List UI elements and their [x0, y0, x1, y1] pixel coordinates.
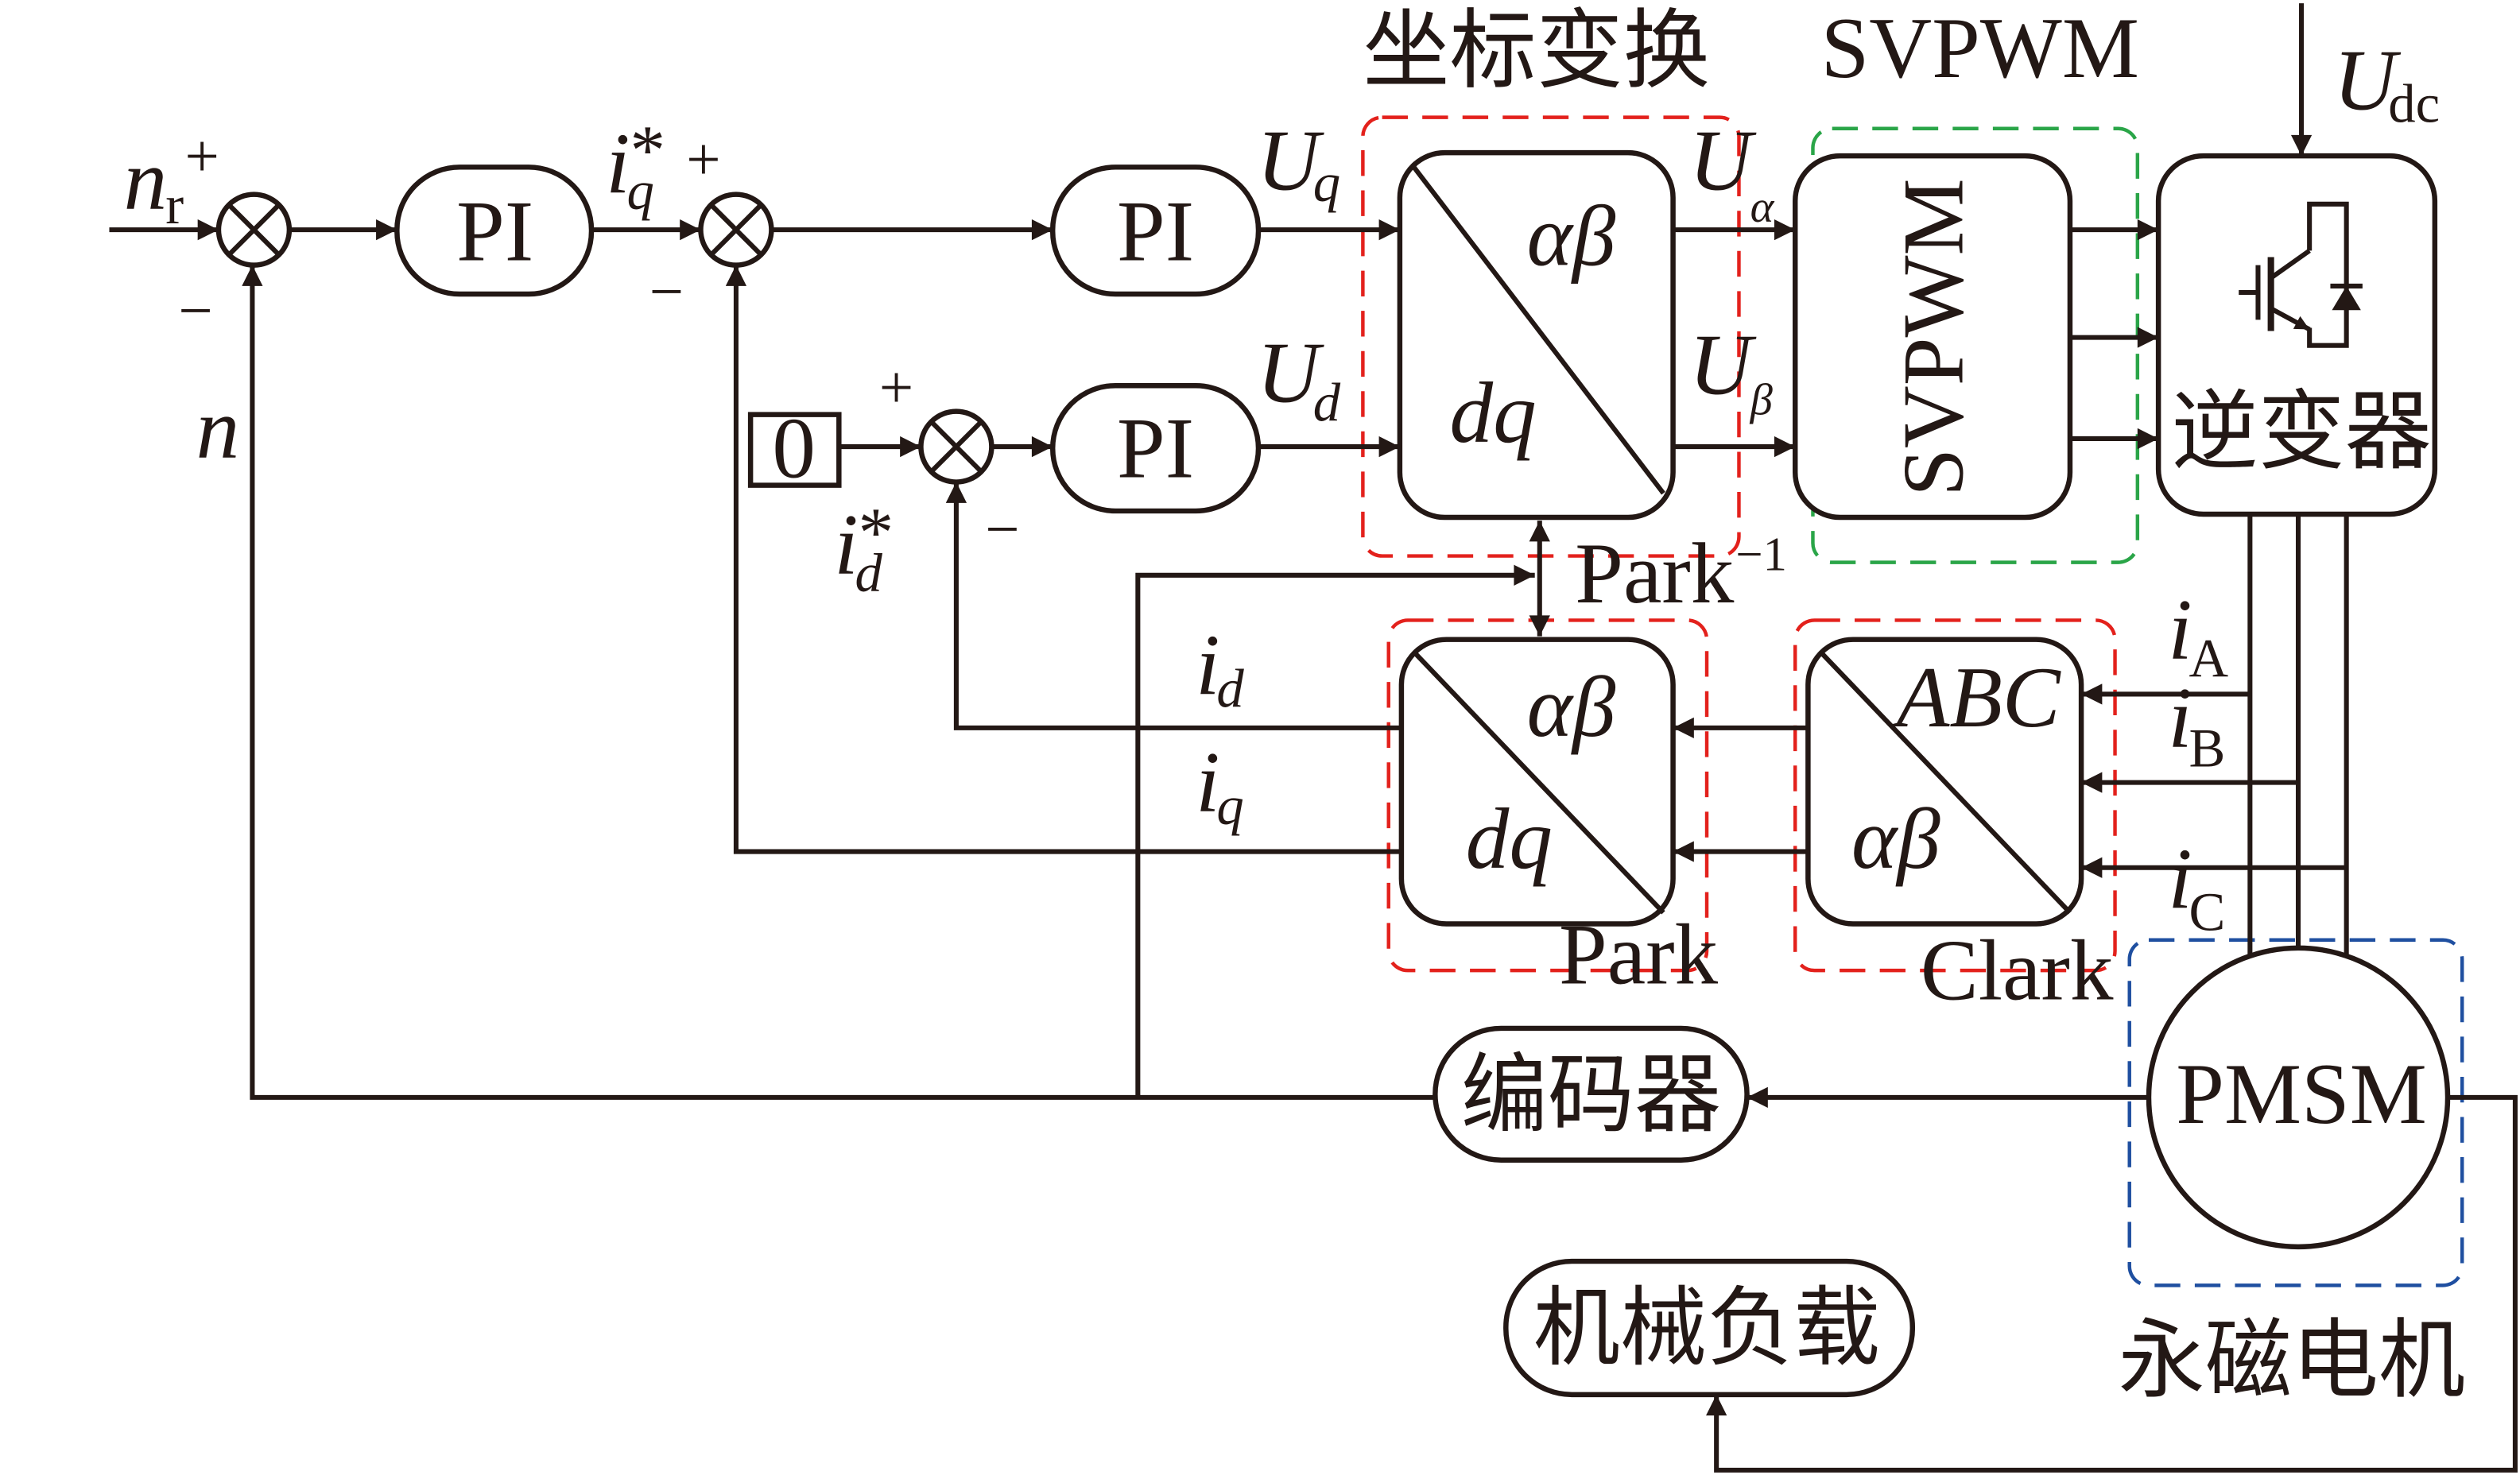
clark-group-box: [1793, 618, 2117, 973]
id-feedback-line: [945, 482, 1402, 730]
svpwm-block: [1792, 153, 2073, 521]
ib-symbol: i: [2168, 670, 2192, 766]
speed-ref-subscript: r: [165, 175, 184, 235]
ubeta-symbol: U: [1689, 316, 1757, 412]
clark-name: Clark: [1921, 923, 2114, 1019]
iq-summer-minus: −: [649, 257, 684, 325]
inverter-label: 逆变器: [2171, 384, 2431, 480]
inverter-block: [2155, 153, 2438, 517]
id-summer-minus: −: [985, 495, 1019, 563]
ib-subscript: B: [2189, 718, 2226, 778]
d-pi-block: [1049, 383, 1262, 514]
speed-feedback-sign: −: [178, 277, 212, 345]
speed-feedback-line: [242, 265, 1436, 1100]
id-summer-plus: +: [879, 354, 913, 422]
id-feedback-symbol: i: [1196, 617, 1219, 713]
iq-ref-subscript: q: [626, 161, 653, 221]
park-diagonal: [1412, 650, 1665, 915]
q-pi-label: PI: [1117, 184, 1194, 280]
d-pi-label: PI: [1117, 400, 1194, 496]
id-feedback-subscript: d: [1216, 659, 1244, 719]
udc-symbol: U: [2333, 33, 2401, 129]
id-ref-subscript: d: [855, 543, 883, 603]
speed-pi-block: [394, 165, 595, 297]
ualpha-symbol: U: [1689, 113, 1757, 209]
motor-group-box: [2127, 938, 2464, 1287]
motor-group-label: 永磁电机: [2119, 1313, 2466, 1409]
ualpha-subscript: α: [1750, 183, 1775, 232]
id-ref-symbol: i: [834, 497, 858, 593]
q-pi-block: [1049, 165, 1262, 297]
iq-ref-symbol: i: [606, 116, 630, 212]
iq-feedback-subscript: q: [1216, 776, 1243, 836]
iq-feedback-symbol: i: [1196, 734, 1219, 830]
id-ref-superscript: *: [859, 494, 894, 572]
speed-ref-symbol: n: [124, 132, 168, 228]
igbt-icon: [2239, 201, 2363, 348]
udc-subscript: dc: [2388, 74, 2440, 134]
iq-summing-junction: [698, 192, 774, 268]
ic-subscript: C: [2189, 882, 2226, 943]
coord-transform-group-label: 坐标变换: [1363, 3, 1710, 99]
clark-top-label: ABC: [1892, 649, 2061, 745]
park-name: Park: [1559, 906, 1719, 1002]
uq-symbol: U: [1257, 113, 1324, 209]
iq-ref-superscript: *: [630, 111, 665, 189]
motor-label: PMSM: [2176, 1046, 2427, 1142]
ia-subscript: A: [2189, 628, 2229, 688]
park-top-label: αβ: [1527, 659, 1616, 755]
zero-ref-block: [747, 412, 842, 488]
inverse-park-name: Park: [1575, 525, 1735, 621]
speed-pi-label: PI: [456, 184, 533, 280]
ubeta-subscript: β: [1750, 376, 1774, 425]
ia-symbol: i: [2168, 582, 2192, 678]
clark-diagonal: [1819, 650, 2072, 915]
coord-transform-group-box: [1361, 115, 1741, 558]
inverse-park-top-label: αβ: [1527, 188, 1616, 285]
inverse-park-bottom-label: dq: [1450, 365, 1537, 461]
load-label: 机械负载: [1533, 1280, 1881, 1376]
zero-ref-label: 0: [772, 400, 816, 496]
ud-subscript: d: [1313, 373, 1341, 433]
inverse-park-name-sup: −1: [1735, 528, 1787, 582]
iq-feedback-line: [725, 265, 1402, 854]
motor-load-line: [1706, 1094, 2518, 1473]
ic-symbol: i: [2168, 830, 2192, 927]
encoder-block: [1433, 1025, 1750, 1163]
angle-feedback-line: [1135, 564, 1535, 1098]
clark-bottom-label: αβ: [1851, 791, 1940, 887]
speed-feedback-symbol: n: [196, 381, 240, 477]
speed-summing-junction: [215, 192, 293, 268]
inverse-park-block: [1397, 149, 1676, 521]
inverse-park-diagonal: [1410, 164, 1665, 495]
iq-summer-plus: +: [686, 126, 720, 193]
svpwm-block-label: SVPWM: [1885, 178, 1981, 496]
motor-circle: [2146, 945, 2451, 1250]
encoder-label: 编码器: [1461, 1047, 1721, 1144]
uq-subscript: q: [1313, 153, 1340, 213]
svpwm-group-label: SVPWM: [1821, 0, 2139, 96]
id-summing-junction: [918, 408, 994, 485]
load-block: [1503, 1258, 1916, 1398]
speed-ref-sign: +: [184, 122, 219, 190]
park-bottom-label: dq: [1466, 791, 1553, 887]
ud-symbol: U: [1257, 324, 1324, 420]
